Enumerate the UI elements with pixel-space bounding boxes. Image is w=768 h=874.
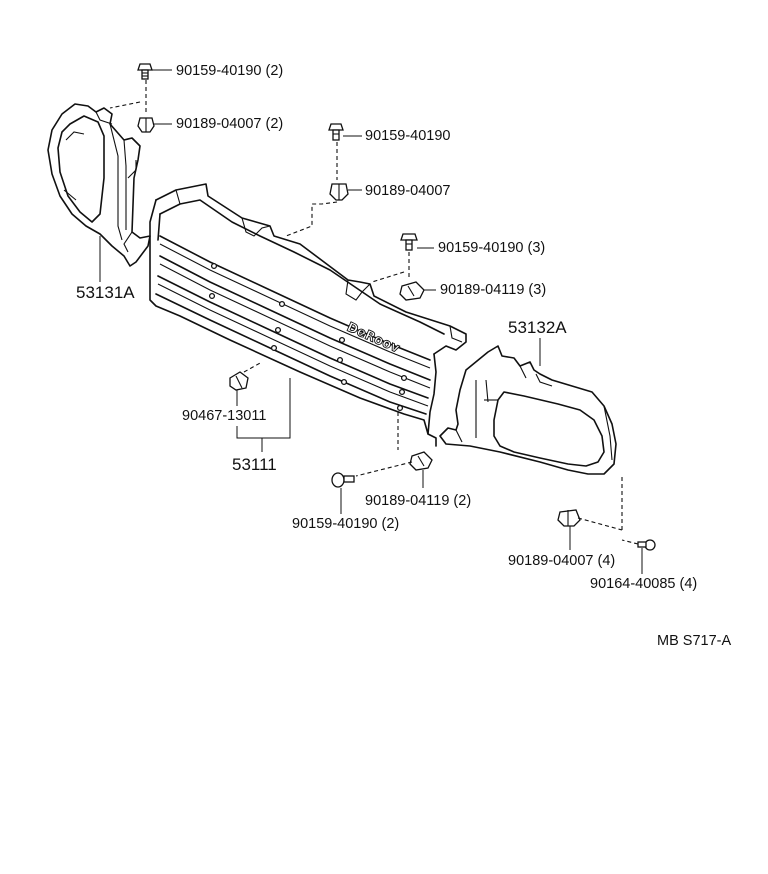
leader-lines [99, 69, 643, 574]
label-screw-top: 90159-40190 (2) [176, 63, 283, 79]
screw-small-icon [637, 539, 656, 551]
label-grille-clip: 90467-13011 [182, 408, 266, 424]
screw-low-icon [331, 472, 355, 488]
nut-right-icon [399, 281, 425, 301]
grille-badge: DeRoov [344, 320, 402, 357]
assembly-lines [109, 80, 639, 545]
screw-top-icon [137, 63, 153, 80]
label-nut-low: 90189-04119 (2) [365, 493, 471, 509]
radiator-grille: DeRoov [149, 183, 467, 447]
label-screw-mid: 90159-40190 [365, 128, 450, 144]
screw-mid-icon [328, 123, 344, 141]
label-grille: 53111 [232, 455, 277, 474]
label-clip-top: 90189-04007 (2) [176, 116, 283, 132]
nut-low-icon [409, 451, 433, 471]
clip-low-icon [557, 509, 581, 527]
right-headlamp-bracket [439, 345, 617, 475]
label-nut-right: 90189-04119 (3) [440, 282, 546, 298]
grille-clip-icon [229, 371, 249, 391]
label-left-bracket: 53131A [76, 283, 135, 302]
clip-top-icon [137, 117, 155, 133]
label-screw-small: 90164-40085 (4) [590, 576, 697, 592]
clip-mid-icon [329, 183, 349, 201]
label-screw-right: 90159-40190 (3) [438, 240, 545, 256]
diagram-code: MB S717-A [657, 633, 731, 649]
label-clip-low: 90189-04007 (4) [508, 553, 615, 569]
label-clip-mid: 90189-04007 [365, 183, 450, 199]
label-screw-low: 90159-40190 (2) [292, 516, 399, 532]
label-right-bracket: 53132A [508, 318, 567, 337]
left-headlamp-bracket [47, 103, 151, 267]
screw-right-icon [400, 233, 418, 251]
louver-rivets [208, 262, 408, 412]
